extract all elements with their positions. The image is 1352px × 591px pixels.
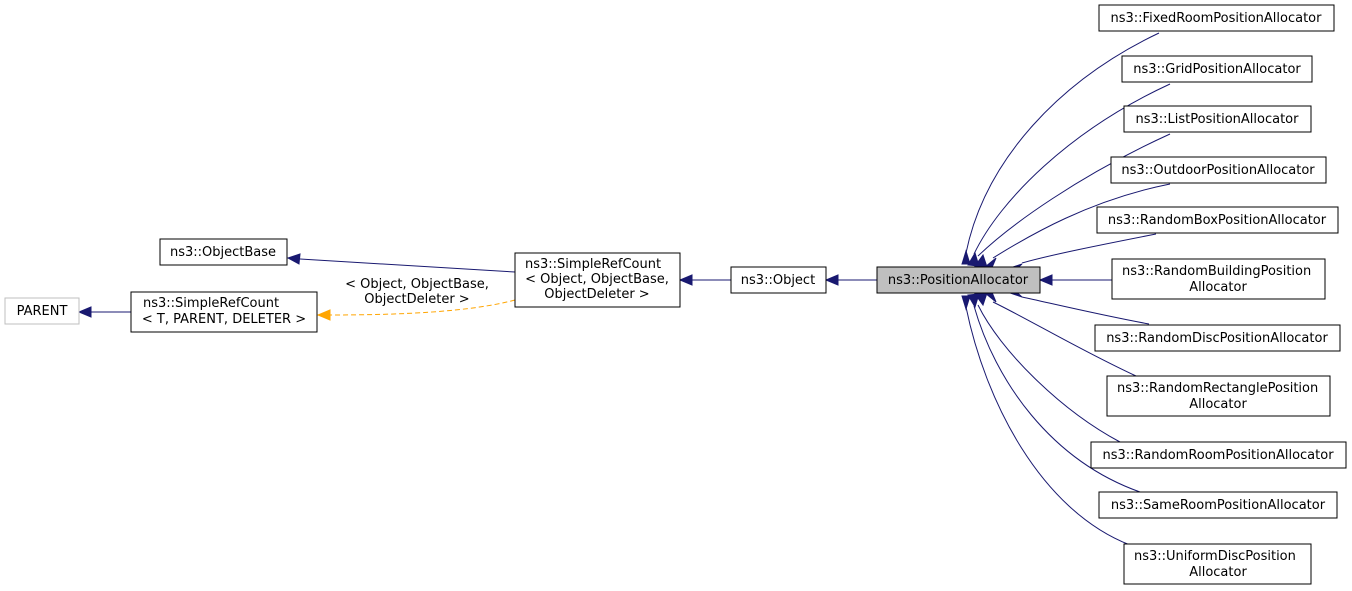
node-label: Allocator xyxy=(1189,397,1247,412)
arrowhead xyxy=(77,306,92,318)
edge-sameroom xyxy=(973,305,1141,493)
node-gridpositionallocator[interactable]: ns3::GridPositionAllocator xyxy=(1121,55,1313,83)
node-label: PARENT xyxy=(17,304,68,319)
edge-randomdisc xyxy=(1021,296,1150,325)
node-object[interactable]: ns3::Object xyxy=(730,266,827,294)
subclass-arrowheads xyxy=(961,249,1053,311)
edge-randombox xyxy=(1021,233,1157,264)
node-randomrectanglepositionallocator[interactable]: ns3::RandomRectanglePosition Allocator xyxy=(1106,375,1331,417)
arrowhead xyxy=(824,274,839,286)
node-label: ns3::UniformDiscPosition xyxy=(1134,549,1296,564)
edge-template-instantiation xyxy=(329,299,516,316)
edge-randomrectangle xyxy=(992,301,1137,377)
node-randomboxpositionallocator[interactable]: ns3::RandomBoxPositionAllocator xyxy=(1096,206,1339,234)
arrowhead xyxy=(316,309,331,321)
node-outdoorpositionallocator[interactable]: ns3::OutdoorPositionAllocator xyxy=(1110,156,1327,184)
node-label: Allocator xyxy=(1189,565,1247,580)
node-parent[interactable]: PARENT xyxy=(4,297,80,325)
edge-outdoor xyxy=(992,183,1171,259)
arrowhead xyxy=(961,295,971,311)
node-label: ObjectDeleter > xyxy=(544,287,649,302)
node-listpositionallocator[interactable]: ns3::ListPositionAllocator xyxy=(1123,105,1312,133)
node-label: ns3::RandomRectanglePosition xyxy=(1117,381,1318,396)
node-label: ns3::RandomBuildingPosition xyxy=(1122,264,1311,279)
template-arg-label-line2: ObjectDeleter > xyxy=(364,292,469,307)
edge-fixedroom xyxy=(965,32,1160,254)
node-label: ns3::RandomDiscPositionAllocator xyxy=(1106,331,1328,346)
node-simplerefcount-template[interactable]: ns3::SimpleRefCount < T, PARENT, DELETER… xyxy=(130,291,318,333)
node-label: ns3::PositionAllocator xyxy=(888,273,1029,288)
edge-list xyxy=(977,133,1171,257)
node-fixedroompositionallocator[interactable]: ns3::FixedRoomPositionAllocator xyxy=(1098,4,1335,32)
edge-simplerefcount-objectbase xyxy=(299,258,516,273)
node-objectbase[interactable]: ns3::ObjectBase xyxy=(159,238,288,266)
node-randomdiscpositionallocator[interactable]: ns3::RandomDiscPositionAllocator xyxy=(1094,324,1341,352)
node-sameroompositionallocator[interactable]: ns3::SameRoomPositionAllocator xyxy=(1098,491,1338,519)
node-simplerefcount[interactable]: ns3::SimpleRefCount < Object, ObjectBase… xyxy=(514,252,681,308)
arrowhead xyxy=(678,274,693,286)
arrowhead xyxy=(286,253,301,265)
node-randomroompositionallocator[interactable]: ns3::RandomRoomPositionAllocator xyxy=(1090,441,1347,469)
arrowhead xyxy=(961,249,971,265)
edge-uniformdisc xyxy=(965,306,1131,546)
edge-grid xyxy=(973,83,1171,255)
arrowhead xyxy=(967,293,980,309)
node-label: ns3::OutdoorPositionAllocator xyxy=(1121,163,1315,178)
node-label: Allocator xyxy=(1189,280,1247,295)
template-arg-label-line1: < Object, ObjectBase, xyxy=(345,277,489,292)
node-label: ns3::SimpleRefCount xyxy=(143,296,279,311)
arrowhead xyxy=(967,251,980,267)
arrowhead xyxy=(1038,274,1053,286)
node-label: ns3::RandomRoomPositionAllocator xyxy=(1102,448,1334,463)
node-label: ns3::RandomBoxPositionAllocator xyxy=(1108,213,1327,228)
node-label: ns3::SameRoomPositionAllocator xyxy=(1111,498,1326,513)
node-uniformdiscpositionallocator[interactable]: ns3::UniformDiscPosition Allocator xyxy=(1123,543,1312,585)
node-randombuildingpositionallocator[interactable]: ns3::RandomBuildingPosition Allocator xyxy=(1111,258,1326,300)
subclass-edges xyxy=(965,32,1171,546)
node-positionallocator[interactable]: ns3::PositionAllocator xyxy=(876,266,1041,294)
node-label: ns3::Object xyxy=(741,273,815,288)
node-label: ns3::GridPositionAllocator xyxy=(1133,62,1301,77)
node-label: ns3::SimpleRefCount xyxy=(525,257,661,272)
node-label: < Object, ObjectBase, xyxy=(525,272,669,287)
node-label: ns3::ListPositionAllocator xyxy=(1136,112,1300,127)
node-label: ns3::ObjectBase xyxy=(170,245,276,260)
node-label: ns3::FixedRoomPositionAllocator xyxy=(1111,11,1323,26)
node-label: < T, PARENT, DELETER > xyxy=(142,312,306,327)
edge-randomroom xyxy=(977,304,1121,443)
